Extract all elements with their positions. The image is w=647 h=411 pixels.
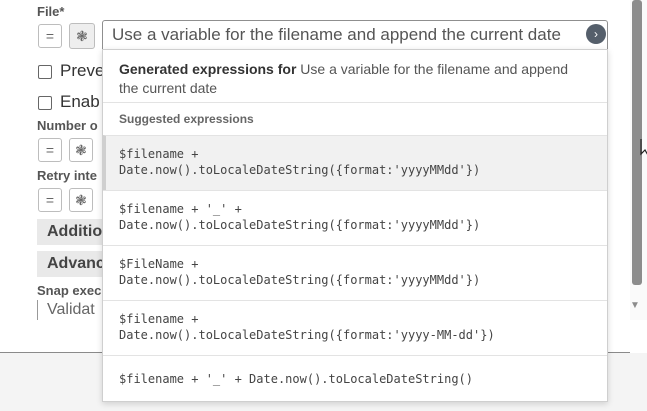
checkbox-enable[interactable] — [38, 96, 52, 110]
go-button[interactable]: › — [586, 24, 606, 44]
mouse-cursor-icon — [640, 139, 647, 156]
snap-label: Snap exec — [37, 283, 102, 298]
scroll-down-icon[interactable]: ▼ — [630, 300, 640, 311]
number-equals-button[interactable]: = — [38, 138, 62, 162]
dropdown-header-bold: Generated expressions for — [119, 61, 297, 77]
expression-icon: ❃ — [75, 141, 87, 158]
file-label: File* — [37, 4, 65, 19]
number-expression-button[interactable]: ❃ — [69, 138, 93, 162]
dropdown-header: Generated expressions for Use a variable… — [103, 50, 607, 102]
suggestion-item[interactable]: $filename + '_' + Date.now().toLocaleDat… — [103, 355, 607, 401]
dropdown-header-text: Use a variable for the filename and appe… — [119, 61, 569, 96]
suggestion-list: $filename + Date.now().toLocaleDateStrin… — [103, 135, 607, 401]
retry-label: Retry inte — [37, 168, 97, 183]
retry-expression-button[interactable]: ❃ — [69, 188, 93, 212]
retry-equals-button[interactable]: = — [38, 188, 62, 212]
suggestion-item[interactable]: $FileName + Date.now().toLocaleDateStrin… — [103, 245, 607, 300]
expression-icon: ❃ — [76, 27, 88, 44]
snap-select[interactable]: Validat — [37, 300, 107, 320]
checkbox-prevent-label: Preve — [60, 61, 105, 80]
checkbox-prevent[interactable] — [38, 65, 52, 79]
expression-mode-button[interactable]: ❃ — [69, 23, 95, 49]
equals-mode-button[interactable]: = — [38, 24, 62, 48]
dropdown-subheader: Suggested expressions — [103, 102, 607, 135]
number-label: Number o — [37, 118, 98, 133]
suggestion-item[interactable]: $filename + Date.now().toLocaleDateStrin… — [103, 300, 607, 355]
suggestion-item[interactable]: $filename + Date.now().toLocaleDateStrin… — [103, 135, 607, 190]
expression-icon: ❃ — [75, 191, 87, 208]
suggestions-dropdown: Generated expressions for Use a variable… — [102, 49, 608, 402]
scrollbar-thumb[interactable] — [632, 0, 642, 285]
expression-input[interactable]: Use a variable for the filename and appe… — [102, 20, 608, 50]
suggestion-item[interactable]: $filename + '_' + Date.now().toLocaleDat… — [103, 190, 607, 245]
checkbox-enable-label: Enab — [60, 92, 100, 111]
